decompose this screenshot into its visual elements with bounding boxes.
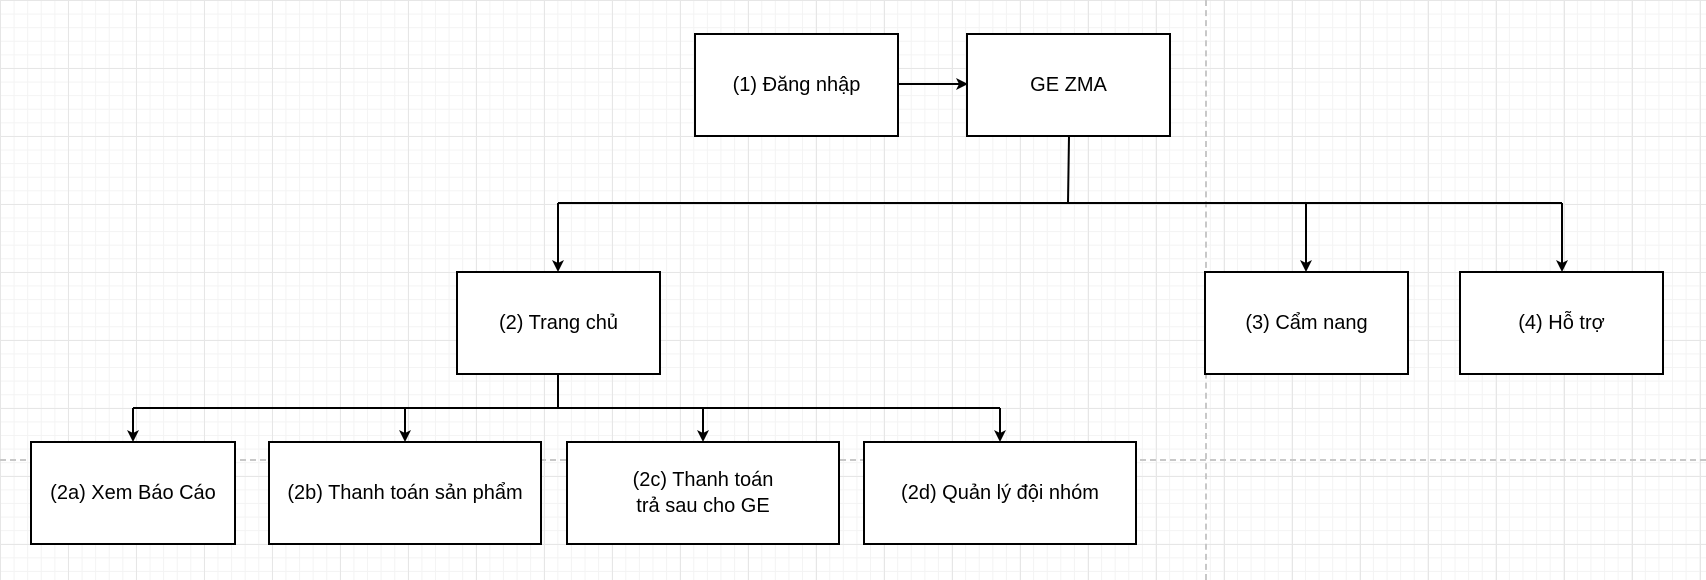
node-postpaid-payment[interactable]: (2c) Thanh toán trả sau cho GE	[566, 441, 840, 545]
node-login[interactable]: (1) Đăng nhập	[694, 33, 899, 137]
node-handbook[interactable]: (3) Cẩm nang	[1204, 271, 1409, 375]
node-home[interactable]: (2) Trang chủ	[456, 271, 661, 375]
node-view-report[interactable]: (2a) Xem Báo Cáo	[30, 441, 236, 545]
node-team-management[interactable]: (2d) Quản lý đội nhóm	[863, 441, 1137, 545]
node-ge-zma[interactable]: GE ZMA	[966, 33, 1171, 137]
page-break-horizontal	[0, 459, 1706, 461]
edge-ge-zma-trunk[interactable]	[1067, 135, 1070, 204]
node-support[interactable]: (4) Hỗ trợ	[1459, 271, 1664, 375]
node-product-payment[interactable]: (2b) Thanh toán sản phẩm	[268, 441, 542, 545]
